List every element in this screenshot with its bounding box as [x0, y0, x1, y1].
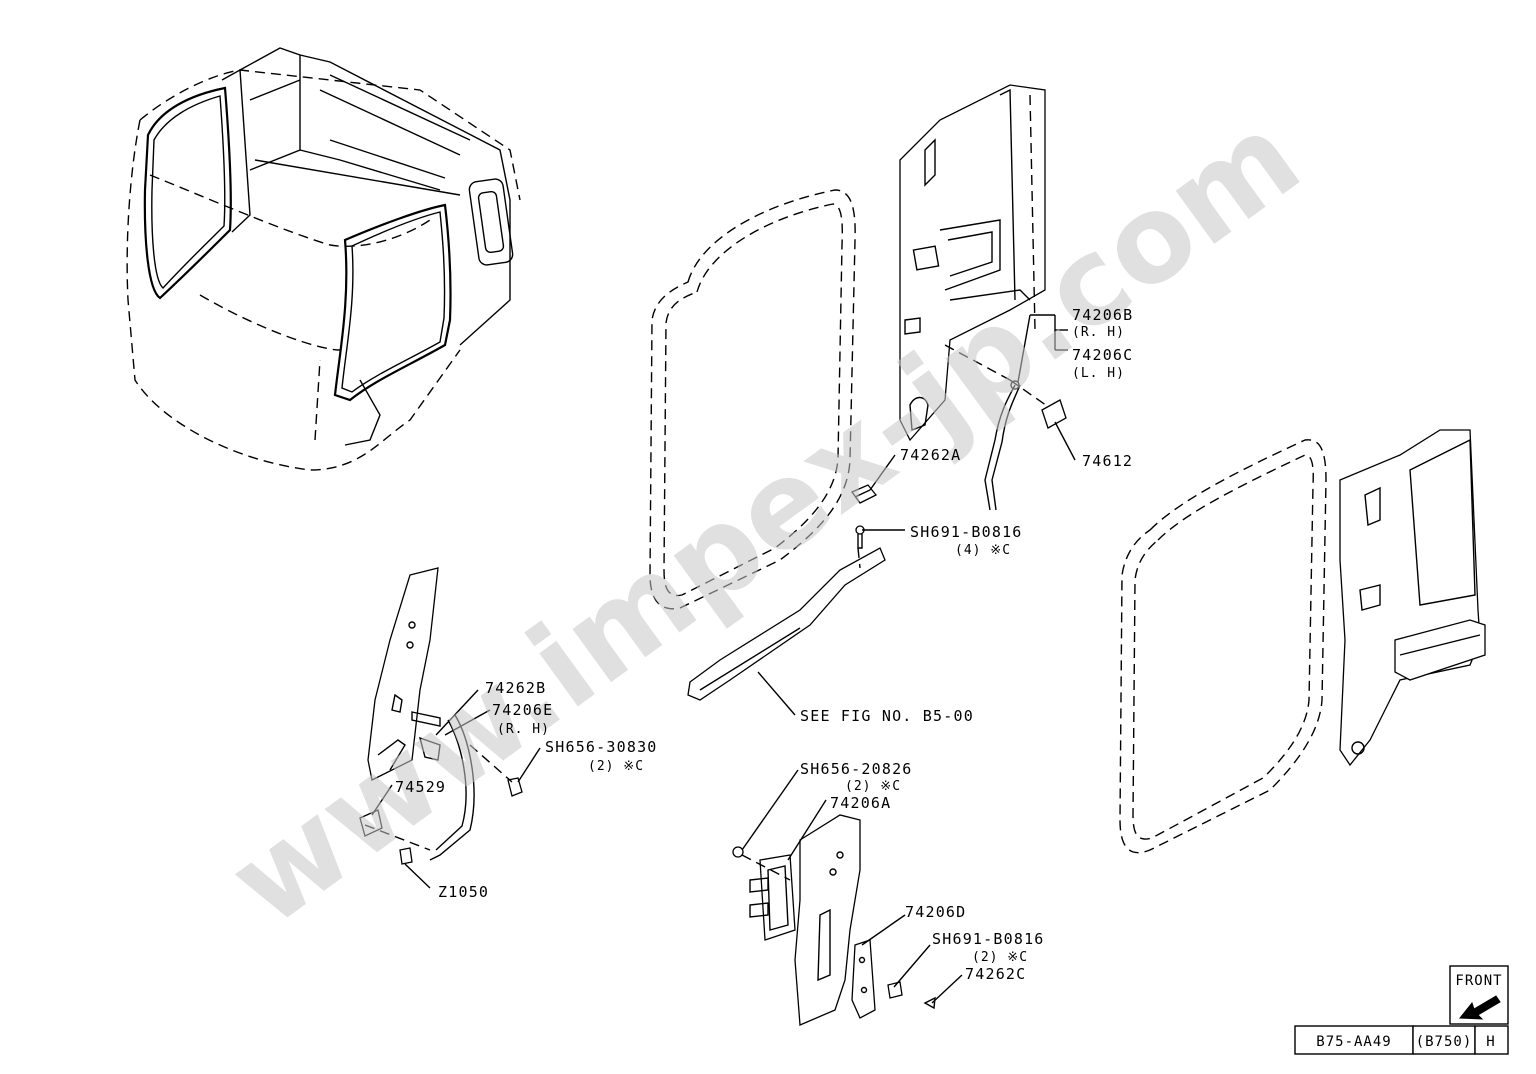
label-sh656-20826-qty: (2) ※C: [845, 779, 901, 794]
label-sh691-bottom-qty: (2) ※C: [972, 950, 1028, 965]
part-labels: 74206B (R. H) 74206C (L. H) 74612 74262A…: [395, 306, 1133, 983]
label-sh656-30830: SH656-30830: [545, 738, 658, 756]
label-74206d: 74206D: [905, 903, 966, 921]
label-74206a: 74206A: [830, 794, 891, 812]
drawing-number: B75-AA49: [1316, 1034, 1391, 1050]
label-sh656-20826: SH656-20826: [800, 760, 913, 778]
label-sh656-30830-qty: (2) ※C: [588, 759, 644, 774]
label-z1050: Z1050: [438, 883, 489, 901]
title-block: FRONT B75-AA49 (B750) H: [1294, 965, 1509, 1055]
pillar-trim-left: [359, 567, 523, 865]
label-74206b: 74206B: [1072, 306, 1133, 324]
label-74612: 74612: [1082, 452, 1133, 470]
label-74262b: 74262B: [485, 679, 546, 697]
label-74206c: 74206C: [1072, 346, 1133, 364]
cab-assembly: [126, 47, 521, 471]
label-74206b-side: (R. H): [1072, 325, 1125, 340]
door-seal-right: [1119, 439, 1327, 854]
label-74262c: 74262C: [965, 965, 1026, 983]
revision-letter: H: [1486, 1034, 1495, 1050]
label-74206e: 74206E: [492, 701, 553, 719]
label-74262a: 74262A: [900, 446, 961, 464]
pillar-trim-center: [732, 814, 936, 1026]
rear-side-panel: [899, 84, 1046, 442]
front-arrow-icon: [1458, 995, 1501, 1020]
label-74206c-side: (L. H): [1072, 366, 1125, 381]
door-seal-center: [649, 189, 856, 610]
front-label: FRONT: [1455, 973, 1502, 989]
label-74529: 74529: [395, 778, 446, 796]
label-sh691-top-qty: (4) ※C: [955, 543, 1011, 558]
model-code: (B750): [1416, 1034, 1473, 1050]
leader-lines: [371, 314, 1076, 1004]
watermark-text: www.impex-jp.com: [205, 87, 1324, 953]
label-sh691-top: SH691-B0816: [910, 523, 1023, 541]
label-74206e-side: (R. H): [497, 722, 550, 737]
label-sh691-bottom: SH691-B0816: [932, 930, 1045, 948]
rear-side-panel-right: [1339, 429, 1486, 767]
strip-74206bc: [984, 379, 1067, 511]
label-see-fig: SEE FIG NO. B5-00: [800, 707, 974, 725]
